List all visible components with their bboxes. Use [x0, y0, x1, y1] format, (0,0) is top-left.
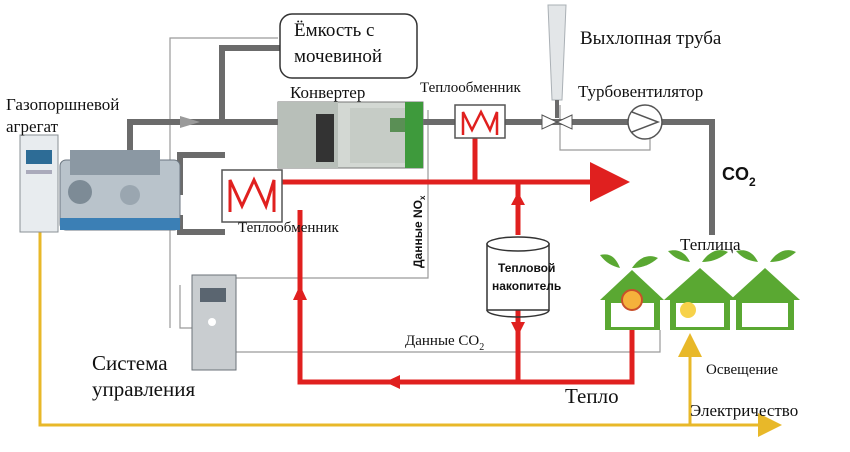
- exhaust-stack: [547, 4, 567, 118]
- heat-storage: [486, 236, 550, 318]
- heat-exchanger-top-label: Теплообменник: [420, 80, 521, 96]
- control-system-label-2: управления: [92, 377, 195, 401]
- converter-label: Конвертер: [290, 83, 365, 102]
- co2-data-label: Данные CO2: [405, 333, 484, 353]
- electricity-label: Электричество: [690, 401, 798, 420]
- exhaust-flow-arrow: [180, 116, 200, 128]
- control-system-label-1: Система: [92, 351, 168, 375]
- gas-engine-generator: [19, 134, 181, 233]
- urea-tank-label-1: Ёмкость с: [294, 20, 374, 41]
- turbofan-label: Турбовентилятор: [578, 82, 703, 101]
- heat-storage-label-2: накопитель: [492, 279, 561, 293]
- greenhouse-1: [600, 254, 664, 330]
- valve: [541, 114, 573, 130]
- greenhouse-2: [664, 250, 736, 330]
- heat-exchanger-top: [454, 104, 506, 139]
- urea-tank-label-2: мочевиной: [294, 46, 382, 67]
- heat-storage-label-1: Тепловой: [498, 261, 555, 275]
- electricity-lines: [38, 232, 782, 437]
- gas-unit-label-1: Газопоршневой: [6, 95, 119, 114]
- greenhouse-label: Теплица: [680, 235, 741, 254]
- greenhouse-3: [730, 250, 800, 330]
- heat-arrow-up: [293, 285, 307, 300]
- control-cabinet: [191, 274, 237, 371]
- converter: [277, 101, 424, 169]
- heat-label: Тепло: [565, 384, 619, 408]
- storage-arrow-down: [511, 322, 525, 336]
- turbofan: [627, 104, 663, 140]
- storage-arrow-up: [511, 192, 525, 205]
- co2-label: CO2: [722, 164, 756, 189]
- heat-exchanger-left-label: Теплообменник: [238, 220, 339, 236]
- nox-data-label: Данные NOx: [411, 195, 427, 268]
- heat-arrow-left: [385, 375, 400, 389]
- lighting-label: Освещение: [706, 362, 778, 378]
- urea-tank: [279, 13, 418, 79]
- exhaust-pipe-label: Выхлопная труба: [580, 28, 722, 49]
- heat-exchanger-left: [221, 169, 283, 223]
- gas-unit-label-2: агрегат: [6, 117, 59, 136]
